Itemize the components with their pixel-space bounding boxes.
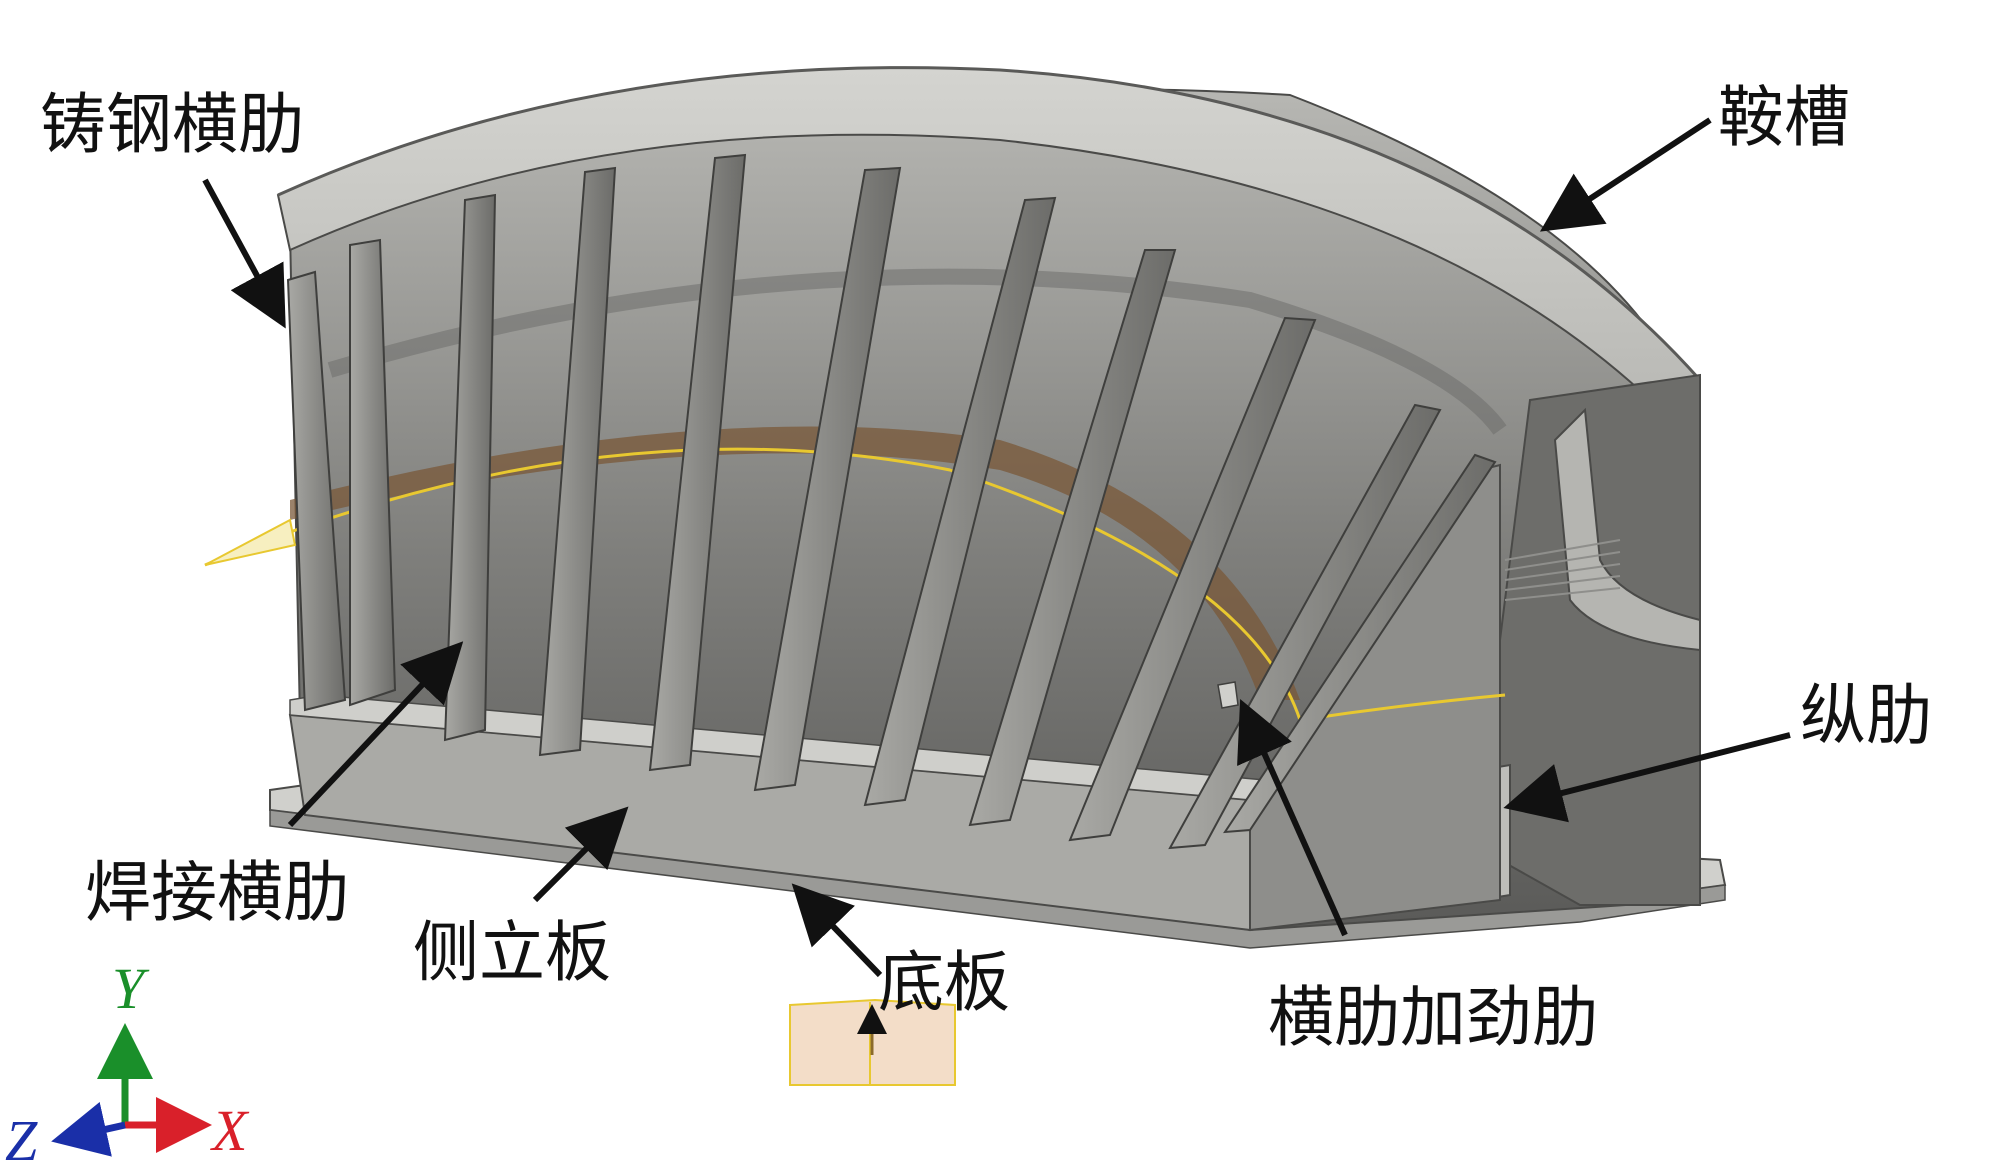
arrow-welded-rib [287,641,464,828]
arrow-longitudinal-rib [1503,732,1791,823]
arrow-base-plate [791,883,883,978]
saddle-groove-inner-fillet [327,268,1507,435]
x-axis-label: X [210,1098,250,1163]
rib-4 [538,166,617,757]
label-base-plate: 底板 [878,944,1010,1021]
rib-9 [1068,316,1317,842]
y-axis-label: Y [112,956,150,1021]
label-side-plate: 侧立板 [413,914,611,991]
rib-stiffener-shape [1217,681,1239,709]
arrow-saddle-groove [1539,117,1712,232]
saddle-groove-top-edge [277,66,1702,381]
label-rib-stiffener: 横肋加劲肋 [1268,979,1598,1056]
rib-3 [443,193,497,742]
label-longitudinal-rib: 纵肋 [1800,677,1932,754]
section-highlight-tip [204,518,297,566]
section-highlight-curve [204,447,1506,722]
base-plate-section-block [789,998,956,1086]
coordinate-triad: Y X Z [5,956,250,1173]
right-end-serrations [1504,539,1621,601]
label-cast-steel-rib: 铸钢横肋 [40,86,304,163]
arrow-rib-stiffener [1237,699,1348,937]
rib-8 [968,249,1177,827]
z-axis-arrow [51,1101,126,1157]
rib-6 [753,166,902,792]
callout-labels: 铸钢横肋 鞍槽 纵肋 焊接横肋 侧立板 底板 横肋加劲肋 [40,79,1932,1056]
rib-11 [1223,453,1497,834]
rib-2 [349,238,397,707]
z-axis-label: Z [5,1108,38,1173]
rib-1 [286,270,347,712]
rib-5 [648,153,747,772]
arrow-cast-steel-rib [202,178,286,329]
label-welded-rib: 焊接横肋 [85,854,349,931]
arrow-side-plate [532,806,629,903]
callout-arrows [202,117,1791,978]
label-saddle-groove: 鞍槽 [1718,79,1850,156]
rib-7 [863,196,1057,807]
